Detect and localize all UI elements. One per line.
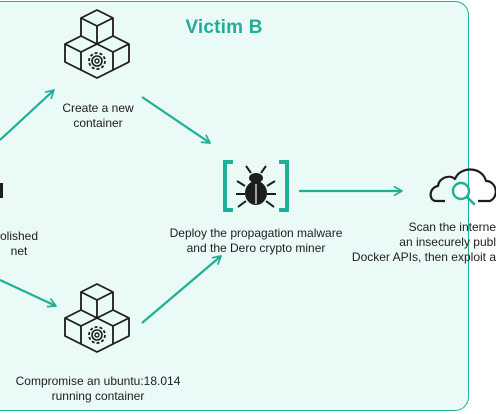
compromise-ubuntu-line2: running container bbox=[51, 389, 145, 403]
create-container-line1: Create a new bbox=[62, 101, 134, 115]
deploy-malware-line2: and the Dero crypto miner bbox=[186, 241, 326, 255]
arrow-create-to-deploy bbox=[141, 96, 211, 144]
arrow-to-compromise-ubuntu bbox=[0, 279, 57, 308]
scan-internet-line1: Scan the interne bbox=[408, 220, 496, 234]
partial-node-label: olished net bbox=[0, 229, 38, 259]
compromise-ubuntu-line1: Compromise an ubuntu:18.014 bbox=[15, 374, 181, 388]
container-cubes-gear-icon-top bbox=[64, 9, 130, 79]
bug-in-brackets-icon bbox=[223, 160, 289, 212]
partial-node-icon bbox=[0, 183, 3, 198]
scan-internet-label: Scan the interne an insecurely publ Dock… bbox=[349, 220, 496, 265]
scan-internet-line2: an insecurely publ bbox=[399, 235, 496, 249]
deploy-malware-label: Deploy the propagation malware and the D… bbox=[160, 226, 352, 256]
partial-node-line2: net bbox=[10, 244, 28, 258]
arrow-to-create-container bbox=[0, 89, 55, 141]
panel-title: Victim B bbox=[185, 17, 263, 38]
scan-internet-line3: Docker APIs, then exploit a bbox=[351, 250, 496, 264]
partial-node-line1: olished bbox=[0, 229, 39, 243]
deploy-malware-line1: Deploy the propagation malware bbox=[169, 226, 343, 240]
arrow-compromise-to-deploy bbox=[141, 255, 222, 324]
container-cubes-gear-icon-bottom bbox=[64, 283, 130, 353]
cloud-search-icon bbox=[429, 168, 496, 206]
create-container-line2: container bbox=[73, 116, 123, 130]
create-container-label: Create a new container bbox=[44, 101, 152, 131]
compromise-ubuntu-label: Compromise an ubuntu:18.014 running cont… bbox=[8, 374, 188, 404]
